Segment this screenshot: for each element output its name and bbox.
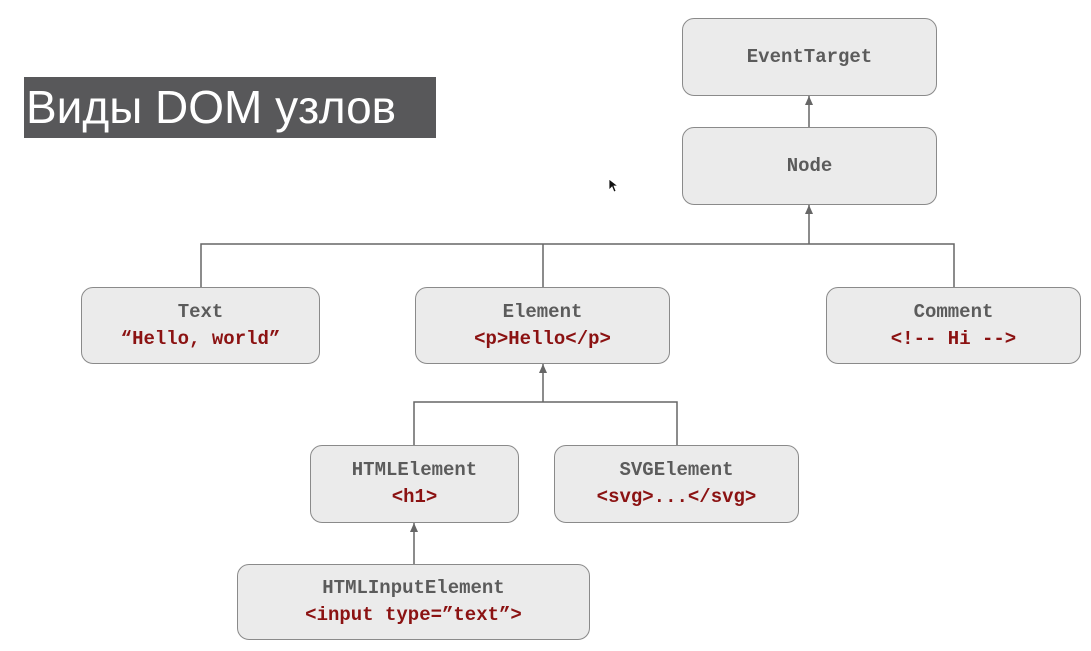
node-comment: Comment <!-- Hi --> <box>826 287 1081 364</box>
node-name: Comment <box>913 300 994 323</box>
node-example: <p>Hello</p> <box>474 327 611 350</box>
node-name: Node <box>786 154 833 177</box>
node-htmlinputelement: HTMLInputElement <input type=”text”> <box>237 564 590 640</box>
node-example: <!-- Hi --> <box>890 327 1017 350</box>
node-htmlelement: HTMLElement <h1> <box>310 445 519 523</box>
edge-text-to-node <box>200 243 809 287</box>
node-example: <svg>...</svg> <box>596 486 757 508</box>
node-example: <h1> <box>391 486 438 508</box>
node-example: <input type=”text”> <box>305 604 522 626</box>
edge-comment-to-node <box>809 243 955 287</box>
node-element: Element <p>Hello</p> <box>415 287 670 364</box>
node-name: HTMLElement <box>351 459 478 481</box>
slide-title: Виды DOM узлов <box>24 77 436 138</box>
mouse-cursor-icon <box>608 178 620 193</box>
edge-htmlelement-to-element <box>413 401 678 445</box>
node-name: EventTarget <box>746 45 873 68</box>
node-name: Element <box>502 300 583 323</box>
node-name: SVGElement <box>619 459 734 481</box>
node-svgelement: SVGElement <svg>...</svg> <box>554 445 799 523</box>
node-node: Node <box>682 127 937 205</box>
node-eventtarget: EventTarget <box>682 18 937 96</box>
node-name: HTMLInputElement <box>322 577 505 599</box>
node-example: “Hello, world” <box>120 327 281 350</box>
node-text: Text “Hello, world” <box>81 287 320 364</box>
node-name: Text <box>177 300 224 323</box>
